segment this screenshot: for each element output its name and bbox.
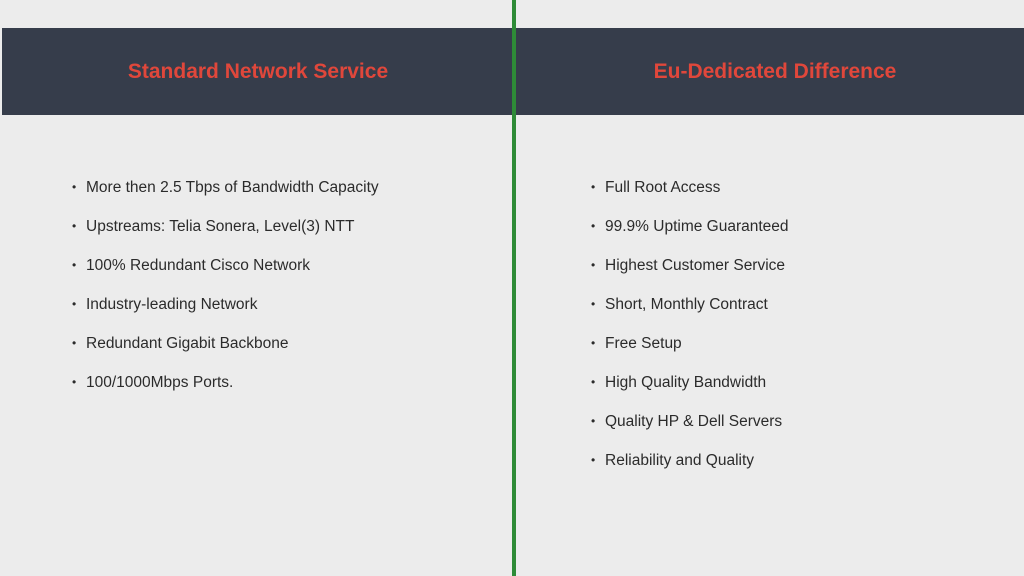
list-item: • High Quality Bandwidth xyxy=(591,363,789,402)
list-item: • Redundant Gigabit Backbone xyxy=(72,324,379,363)
list-item: • Reliability and Quality xyxy=(591,441,789,480)
list-item-label: Upstreams: Telia Sonera, Level(3) NTT xyxy=(86,218,355,235)
bullet-dot-icon: • xyxy=(591,180,596,194)
bullet-dot-icon: • xyxy=(591,258,596,272)
list-item: • Highest Customer Service xyxy=(591,246,789,285)
list-item-label: Quality HP & Dell Servers xyxy=(605,413,783,430)
list-item-label: Reliability and Quality xyxy=(605,452,755,469)
left-column-title: Standard Network Service xyxy=(127,60,389,83)
list-item: • 100% Redundant Cisco Network xyxy=(72,246,379,285)
list-item: • 100/1000Mbps Ports. xyxy=(72,363,379,402)
list-item-label: Free Setup xyxy=(605,335,682,352)
column-divider xyxy=(512,0,516,576)
bullet-dot-icon: • xyxy=(591,375,596,389)
bullet-dot-icon: • xyxy=(72,336,77,350)
eu-dedicated-features-list: • Full Root Access • 99.9% Uptime Guarante… xyxy=(591,168,789,480)
list-item: • Quality HP & Dell Servers xyxy=(591,402,789,441)
bullet-dot-icon: • xyxy=(72,219,77,233)
list-item: • Industry-leading Network xyxy=(72,285,379,324)
right-column-title: Eu-Dedicated Difference xyxy=(653,60,897,83)
bullet-dot-icon: • xyxy=(591,414,596,428)
bullet-dot-icon: • xyxy=(72,297,77,311)
list-item-label: Highest Customer Service xyxy=(605,257,786,274)
list-item-label: 100/1000Mbps Ports. xyxy=(86,374,234,391)
list-item: • 99.9% Uptime Guaranteed xyxy=(591,207,789,246)
standard-features-list: • More then 2.5 Tbps of Bandwidth Capacit… xyxy=(72,168,379,402)
bullet-dot-icon: • xyxy=(72,375,77,389)
list-item-label: Industry-leading Network xyxy=(86,296,258,313)
list-item-label: More then 2.5 Tbps of Bandwidth Capacity xyxy=(86,179,379,196)
list-item: • Upstreams: Telia Sonera, Level(3) NTT xyxy=(72,207,379,246)
list-item-label: Short, Monthly Contract xyxy=(605,296,768,313)
bullet-dot-icon: • xyxy=(591,297,596,311)
list-item-label: 99.9% Uptime Guaranteed xyxy=(605,218,789,235)
list-item-label: Redundant Gigabit Backbone xyxy=(86,335,289,352)
list-item: • Free Setup xyxy=(591,324,789,363)
bullet-dot-icon: • xyxy=(591,336,596,350)
bullet-dot-icon: • xyxy=(591,453,596,467)
bullet-dot-icon: • xyxy=(591,219,596,233)
list-item: • More then 2.5 Tbps of Bandwidth Capacit… xyxy=(72,168,379,207)
list-item-label: Full Root Access xyxy=(605,179,721,196)
list-item: • Short, Monthly Contract xyxy=(591,285,789,324)
list-item-label: High Quality Bandwidth xyxy=(605,374,767,391)
bullet-dot-icon: • xyxy=(72,258,77,272)
bullet-dot-icon: • xyxy=(72,180,77,194)
list-item: • Full Root Access xyxy=(591,168,789,207)
list-item-label: 100% Redundant Cisco Network xyxy=(86,257,311,274)
